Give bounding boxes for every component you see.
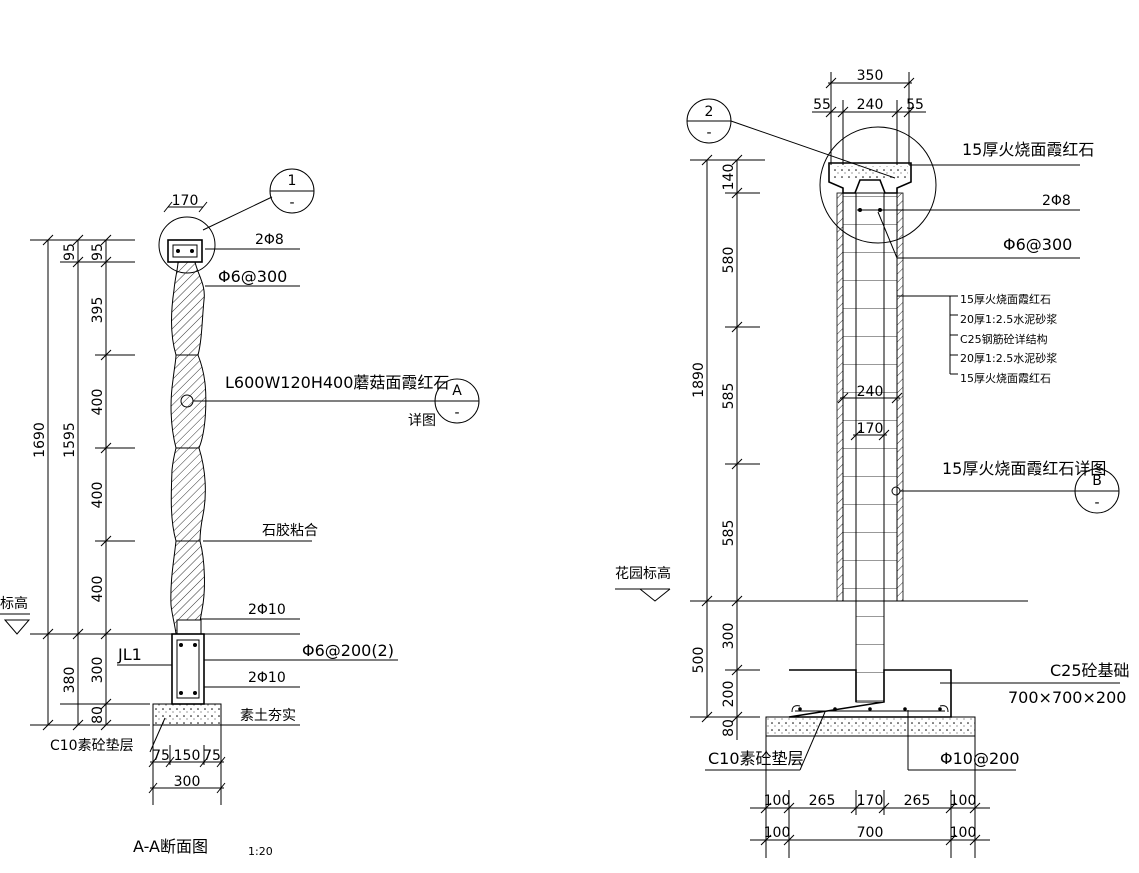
dim-inner-240: 240 xyxy=(857,384,884,400)
dim-top-170: 170 xyxy=(172,193,199,209)
dim-bot-300: 300 xyxy=(174,774,201,790)
dim-top-55-b: 55 xyxy=(906,97,924,113)
dim-r-500: 500 xyxy=(691,647,707,674)
label-footing-size: 700×700×200 xyxy=(1008,688,1126,707)
dim-rb-100-d: 100 xyxy=(950,825,977,841)
label-layer-5: 15厚火烧面霞红石 xyxy=(960,372,1051,385)
dim-top-55-a: 55 xyxy=(813,97,831,113)
left-dimension-lines xyxy=(30,234,300,731)
dim-inner-170: 170 xyxy=(857,421,884,437)
left-view-scale: 1:20 xyxy=(248,845,273,858)
left-cap xyxy=(167,239,203,263)
dim-rb-265-b: 265 xyxy=(904,793,931,809)
label-layer-2: 20厚1:2.5水泥砂浆 xyxy=(960,312,1057,326)
dim-top-240: 240 xyxy=(857,97,884,113)
dim-r-80: 80 xyxy=(721,719,737,737)
dim-left-1595: 1595 xyxy=(62,422,78,458)
right-section-view: 350 55 240 55 2 - 140 580 585 585 300 20… xyxy=(615,68,1130,858)
dim-bot-75-b: 75 xyxy=(203,748,221,764)
bubble-A-letter: A xyxy=(452,383,462,399)
left-elevation-marker: 标高 xyxy=(0,595,31,635)
dim-left-395: 395 xyxy=(90,297,106,324)
dim-r-585-a: 585 xyxy=(721,383,737,410)
label-2phi8-right: 2Φ8 xyxy=(1042,193,1071,209)
right-column xyxy=(836,192,904,703)
label-phi6-300: Φ6@300 xyxy=(218,267,287,286)
label-cushion-left: C10素砼垫层 xyxy=(50,738,134,754)
label-soil: 素土夯实 xyxy=(240,708,296,724)
dim-rb-100-a: 100 xyxy=(764,793,791,809)
label-phi6-300-right: Φ6@300 xyxy=(1003,235,1072,254)
left-beam-jl1 xyxy=(171,619,205,705)
label-footing: C25砼基础 xyxy=(1050,661,1130,680)
dim-left-1690: 1690 xyxy=(32,422,48,458)
label-layer-3: C25钢筋砼详结构 xyxy=(960,332,1048,346)
dim-bot-75-a: 75 xyxy=(152,748,170,764)
dim-left-95-b: 95 xyxy=(90,243,106,261)
bubble-2-sheet: - xyxy=(706,125,711,141)
dim-bot-150: 150 xyxy=(174,748,201,764)
dim-left-400-c: 400 xyxy=(90,576,106,603)
dim-r-1890: 1890 xyxy=(691,362,707,398)
label-jl1: JL1 xyxy=(117,645,142,664)
dim-r-300: 300 xyxy=(721,623,737,650)
right-cap xyxy=(828,162,912,194)
label-2phi8-top: 2Φ8 xyxy=(255,232,284,248)
right-dimension-lines xyxy=(690,154,765,740)
label-detail: 详图 xyxy=(408,413,436,429)
label-glue: 石胶粘合 xyxy=(262,522,318,539)
dim-r-200: 200 xyxy=(721,681,737,708)
label-2phi10-bot: 2Φ10 xyxy=(248,670,286,686)
dim-top-350: 350 xyxy=(857,68,884,84)
label-cushion-right: C10素砼垫层 xyxy=(708,749,804,768)
bubble-B-sheet: - xyxy=(1094,495,1099,511)
left-leaders xyxy=(117,248,452,753)
label-stone: L600W120H400蘑菇面霞红石 xyxy=(225,373,449,392)
bubble-1-sheet: - xyxy=(289,195,294,211)
label-phi6-200: Φ6@200(2) xyxy=(302,641,394,660)
dim-rb-100-b: 100 xyxy=(950,793,977,809)
dim-rb-170: 170 xyxy=(857,793,884,809)
label-stone-detail: 15厚火烧面霞红石详图 xyxy=(942,459,1106,478)
left-view-title: A-A断面图 xyxy=(133,837,208,856)
label-2phi10-mid: 2Φ10 xyxy=(248,602,286,618)
bubble-1-number: 1 xyxy=(288,173,297,189)
label-garden-elev: 花园标高 xyxy=(615,565,671,582)
label-layer-1: 15厚火烧面霞红石 xyxy=(960,293,1051,306)
dim-left-400-b: 400 xyxy=(90,482,106,509)
bubble-A-sheet: - xyxy=(454,405,459,421)
right-footing xyxy=(765,669,976,737)
dim-rb-265-a: 265 xyxy=(809,793,836,809)
dim-r-580: 580 xyxy=(721,247,737,274)
right-leaders xyxy=(705,164,1120,771)
dim-left-380: 380 xyxy=(62,667,78,694)
left-mushroom-stone-column xyxy=(170,261,207,635)
label-cap-stone: 15厚火烧面霞红石 xyxy=(962,140,1094,159)
left-section-view: 95 95 395 400 400 400 300 80 1690 1595 3… xyxy=(0,168,480,858)
dim-left-95-a: 95 xyxy=(62,243,78,261)
right-bottom-dims xyxy=(750,736,990,858)
label-footing-rebar: Φ10@200 xyxy=(940,749,1020,768)
dim-rb-700: 700 xyxy=(857,825,884,841)
left-c10-cushion xyxy=(152,703,222,726)
label-layer-4: 20厚1:2.5水泥砂浆 xyxy=(960,351,1057,365)
bubble-2-number: 2 xyxy=(705,104,714,120)
left-elevation-label: 标高 xyxy=(0,595,28,612)
dim-r-140: 140 xyxy=(721,164,737,191)
dim-rb-100-c: 100 xyxy=(764,825,791,841)
bubble-B-letter: B xyxy=(1092,473,1102,489)
dim-r-585-b: 585 xyxy=(721,520,737,547)
dim-left-400-a: 400 xyxy=(90,389,106,416)
dim-left-300: 300 xyxy=(90,657,106,684)
dim-left-80: 80 xyxy=(90,706,106,724)
